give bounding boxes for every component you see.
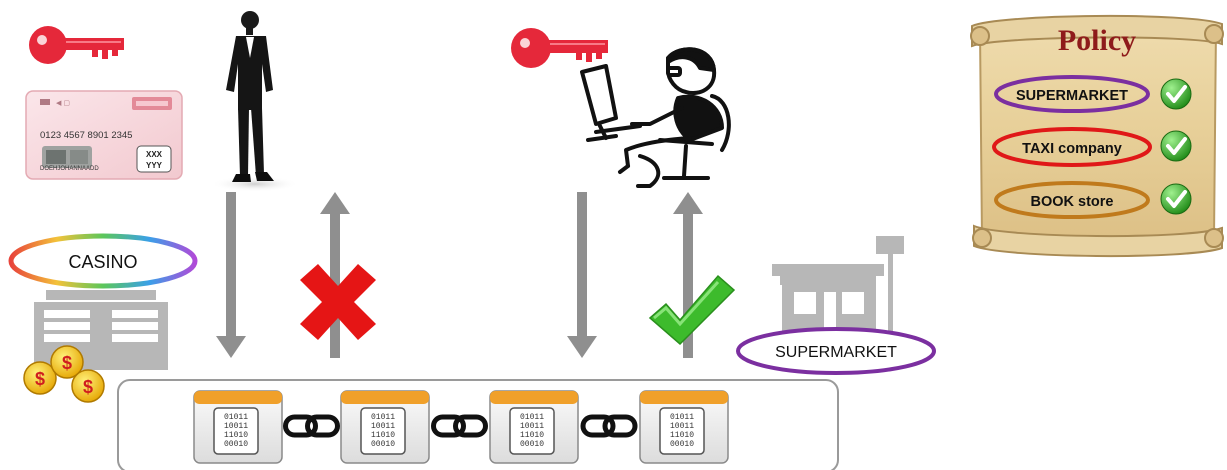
chain-link-icon [431,414,488,438]
check-icon [1160,183,1192,215]
block-bits: 01011 [371,413,395,422]
arrow-down-left [216,192,246,358]
arrow-up-center [673,192,703,358]
cross-icon [300,264,376,340]
svg-text:$: $ [83,377,93,397]
svg-text:$: $ [35,369,45,389]
blockchain-blocks: 0101110011110100001001011100111101000010… [193,390,729,464]
policy-item-label: BOOK store [1031,194,1114,210]
credit-card-icon: ◀ ▢ 0123 4567 8901 2345 DOEHJOHANNAADD X… [25,90,183,180]
policy-item-book-store: BOOK store [994,181,1192,219]
policy-title: Policy [1058,24,1136,57]
person-at-computer-icon [580,47,731,188]
policy-item-supermarket: SUPERMARKET [994,75,1192,113]
policy-scroll: Policy SUPERMARKET TAXI company BOOK sto… [970,14,1224,258]
block-bits: 10011 [371,422,395,431]
block-bits: 01011 [224,413,248,422]
policy-item-label: TAXI company [1022,141,1122,157]
key-icon-center [511,28,608,68]
key-icon-left [29,26,124,64]
block-bits: 00010 [670,440,694,449]
block-bits: 11010 [371,431,395,440]
card-code-bottom: YYY [146,161,163,170]
supermarket-building-icon [772,236,904,334]
block-bits: 10011 [670,422,694,431]
block-bits: 10011 [520,422,544,431]
check-icon [1160,78,1192,110]
supermarket-label: SUPERMARKET [736,327,936,375]
block-bits: 11010 [520,431,544,440]
block-bits: 00010 [520,440,544,449]
coins-icon: $ $ $ [23,345,105,403]
card-number: 0123 4567 8901 2345 [40,130,132,141]
block-bits: 11010 [670,431,694,440]
block-bits: 01011 [520,413,544,422]
card-code-top: XXX [146,150,163,159]
svg-text:$: $ [62,353,72,373]
arrow-down-center [567,192,597,358]
supermarket-label-text: SUPERMARKET [775,344,897,361]
policy-item-label: SUPERMARKET [1016,88,1128,104]
casino-label: CASINO [8,233,198,289]
block-bits: 00010 [371,440,395,449]
check-mark-icon [648,274,736,346]
standing-person-icon [211,11,299,192]
svg-text:◀ ▢: ◀ ▢ [56,100,70,107]
check-icon [1160,130,1192,162]
chain-link-icon [580,414,638,438]
casino-label-text: CASINO [68,252,137,272]
block-bits: 11010 [224,431,248,440]
block-bits: 00010 [224,440,248,449]
policy-item-taxi: TAXI company [992,127,1192,167]
chain-link-icon [283,414,340,438]
card-holder: DOEHJOHANNAADD [40,166,99,172]
block-bits: 01011 [670,413,694,422]
block-bits: 10011 [224,422,248,431]
